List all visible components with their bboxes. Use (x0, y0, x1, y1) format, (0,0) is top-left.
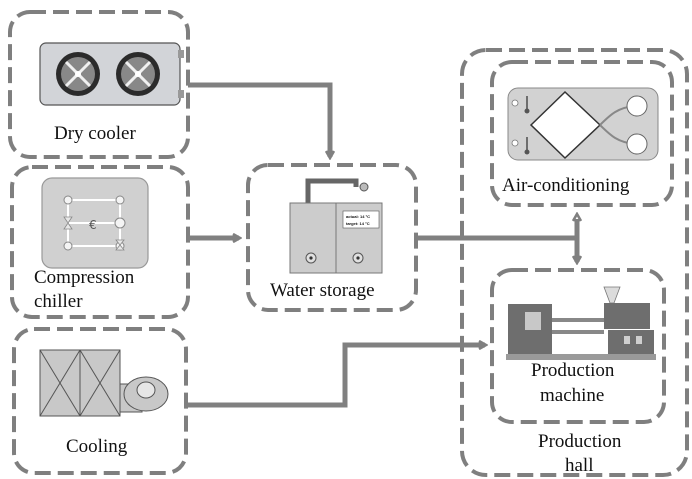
water-storage-tank-icon: actual: 14 °C target: 14 °C (289, 178, 383, 274)
cooling-tower-icon (39, 349, 169, 417)
air-conditioning-unit-icon (507, 87, 659, 161)
dry-cooler-label: Dry cooler (54, 123, 136, 144)
tank-actual-temp: actual: 14 °C (346, 214, 370, 219)
cooling-to-machine-arrow (188, 345, 485, 408)
fan-icon (56, 52, 100, 96)
compression-chiller-box (10, 165, 190, 319)
cooling-label: Cooling (66, 436, 128, 457)
compression-chiller-label-line1: Compression (34, 267, 135, 288)
cooling-box (12, 327, 188, 475)
water-storage-label: Water storage (270, 280, 375, 301)
production-hall-box (460, 48, 689, 477)
production-hall-label-line2: hall (565, 455, 594, 476)
water-storage-box (246, 163, 418, 312)
dry-cooler-icon (39, 42, 184, 106)
production-machine-icon (506, 286, 656, 360)
production-machine-box (490, 268, 666, 424)
tank-target-temp: target: 14 °C (346, 221, 370, 226)
production-machine-label-line1: Production (531, 360, 615, 381)
dry-cooler-to-storage-arrow (188, 82, 330, 157)
compression-chiller-icon: € (41, 177, 149, 269)
svg-text:€: € (89, 218, 97, 232)
fan-icon (116, 52, 160, 96)
compression-chiller-label-line2: chiller (34, 291, 83, 312)
production-hall-label-line1: Production (538, 431, 622, 452)
production-machine-label-line2: machine (540, 385, 604, 406)
air-conditioning-label: Air-conditioning (502, 175, 630, 196)
air-conditioning-box (490, 60, 674, 207)
